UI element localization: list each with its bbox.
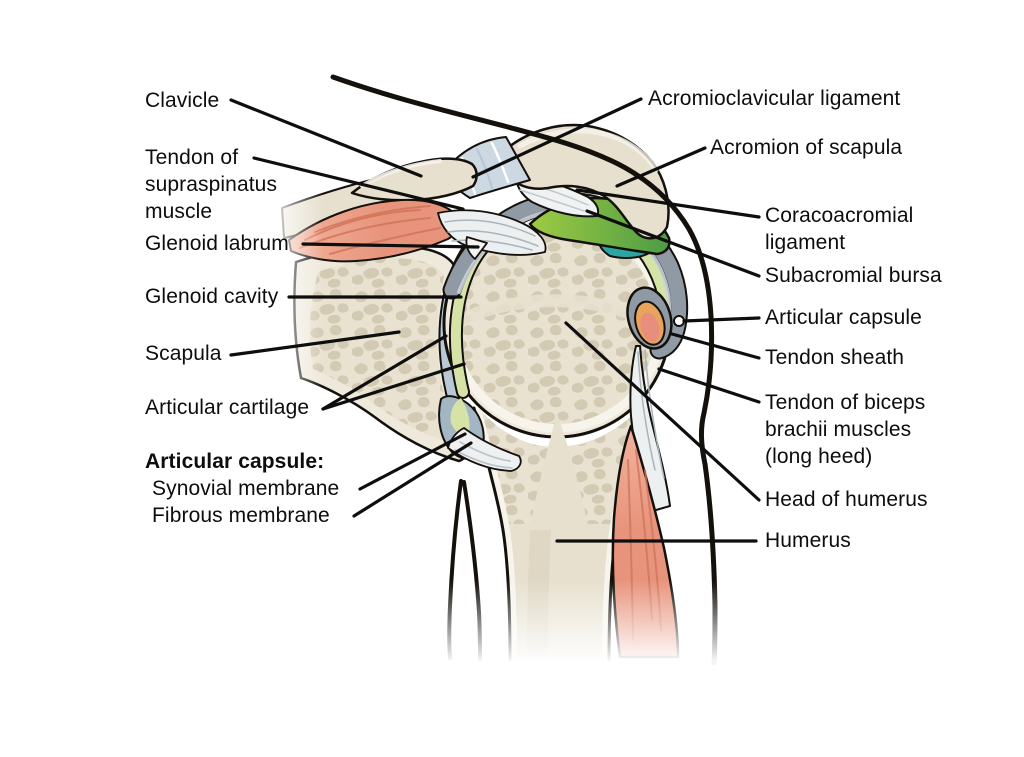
label-articular-cartilage: Articular cartilage — [145, 396, 310, 419]
label-acromion-of-scapula: Acromion of scapula — [710, 136, 903, 159]
leader-glenoid-labrum — [301, 242, 480, 249]
label-head-of-humerus: Head of humerus — [765, 488, 928, 511]
label-tendon-sheath: Tendon sheath — [765, 346, 905, 369]
label-glenoid-cavity: Glenoid cavity — [145, 285, 279, 308]
leader-acromioclavicular-ligament — [471, 97, 643, 179]
leader-subacromial-bursa — [585, 209, 761, 278]
label-scapula: Scapula — [145, 342, 222, 365]
leader-synovial-membrane — [358, 432, 467, 491]
label-subacromial-bursa: Subacromial bursa — [765, 264, 942, 287]
leader-articular-cartilage-a — [321, 334, 448, 411]
acromion-bone — [503, 123, 670, 240]
label-acromioclavicular-ligament: Acromioclavicular ligament — [648, 87, 901, 110]
leader-fibrous-membrane — [352, 441, 473, 518]
leader-articular-capsule-right — [682, 316, 761, 323]
label-synovial-membrane: Synovial membrane — [152, 477, 340, 500]
leader-scapula — [229, 330, 401, 357]
leader-tendon-biceps — [657, 367, 761, 404]
leader-tendon-supraspinatus — [252, 156, 465, 211]
label-tendon-supraspinatus: Tendon of supraspinatus muscle — [145, 146, 278, 223]
body-contour — [330, 74, 718, 666]
label-tendon-biceps: Tendon of biceps brachii muscles (long h… — [765, 391, 926, 468]
label-articular-capsule-right: Articular capsule — [765, 306, 922, 329]
tendon-sheath-shape — [626, 286, 673, 350]
leader-clavicle — [229, 98, 423, 178]
label-glenoid-labrum: Glenoid labrum — [145, 232, 289, 255]
leader-lines — [229, 97, 761, 543]
label-humerus: Humerus — [765, 529, 851, 552]
leader-coracoacromial-ligament — [575, 188, 761, 219]
leader-articular-cartilage-b — [321, 362, 466, 411]
leader-tendon-sheath — [670, 332, 761, 360]
label-articular-capsule-heading: Articular capsule: — [145, 450, 325, 473]
label-coracoacromial-ligament: Coracoacromial ligament — [765, 204, 914, 254]
leader-head-of-humerus — [564, 321, 761, 502]
label-fibrous-membrane: Fibrous membrane — [152, 504, 330, 527]
leader-acromion-of-scapula — [615, 146, 707, 188]
label-clavicle: Clavicle — [145, 89, 220, 112]
